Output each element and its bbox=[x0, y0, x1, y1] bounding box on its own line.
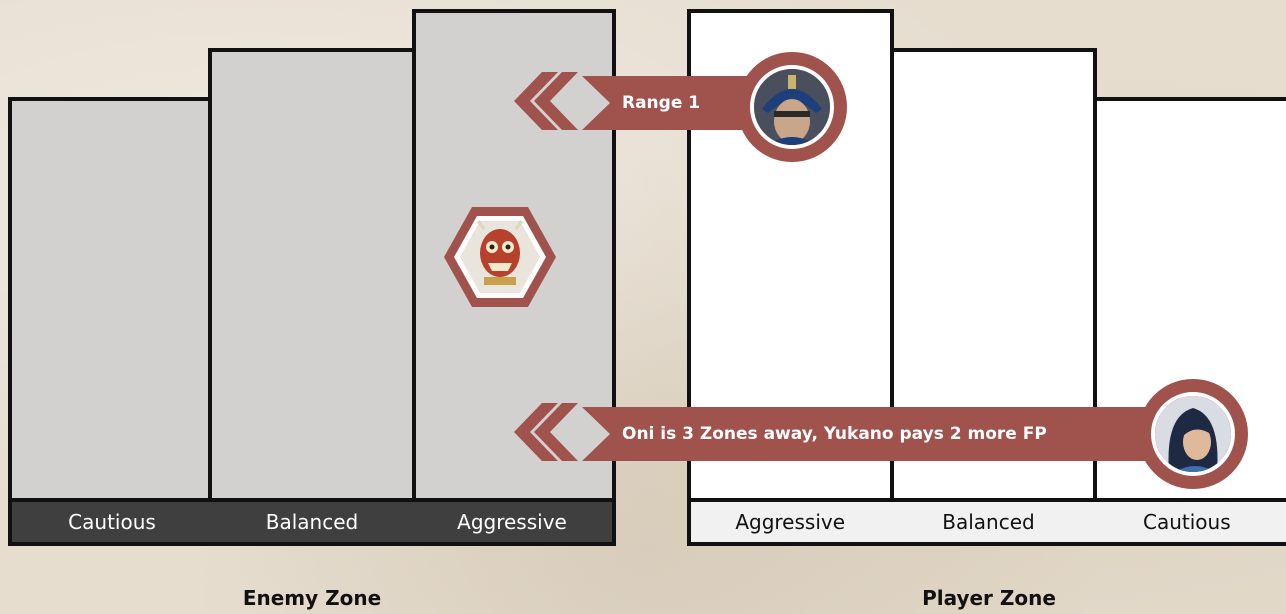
samurai-portrait-token bbox=[737, 52, 847, 162]
player-zone-label-bar: Aggressive Balanced Cautious bbox=[687, 498, 1286, 546]
enemy-column-balanced bbox=[208, 48, 418, 502]
oni-hexagon-token bbox=[444, 207, 556, 307]
distance-label: Oni is 3 Zones away, Yukano pays 2 more … bbox=[622, 424, 1047, 444]
yukano-avatar bbox=[1151, 392, 1235, 476]
enemy-label-balanced: Balanced bbox=[265, 510, 359, 534]
enemy-label-cautious: Cautious bbox=[68, 510, 156, 534]
yukano-portrait-token bbox=[1138, 379, 1248, 489]
range-label: Range 1 bbox=[622, 93, 701, 113]
player-zone-title: Player Zone bbox=[922, 586, 1056, 610]
range-banner: Range 1 bbox=[582, 76, 762, 130]
player-label-cautious: Cautious bbox=[1143, 510, 1231, 534]
range-arrow-chevrons-icon bbox=[514, 72, 578, 130]
distance-arrow-chevrons-icon bbox=[514, 403, 578, 461]
yukano-face-icon bbox=[1155, 396, 1231, 472]
player-label-balanced: Balanced bbox=[942, 510, 1035, 534]
samurai-face-icon bbox=[754, 69, 830, 145]
enemy-zone-title: Enemy Zone bbox=[242, 586, 382, 610]
enemy-label-aggressive: Aggressive bbox=[457, 510, 567, 534]
samurai-avatar bbox=[750, 65, 834, 149]
player-label-aggressive: Aggressive bbox=[735, 510, 846, 534]
distance-banner: Oni is 3 Zones away, Yukano pays 2 more … bbox=[582, 407, 1162, 461]
enemy-zone-label-bar: Cautious Balanced Aggressive bbox=[8, 498, 616, 546]
enemy-column-cautious bbox=[8, 97, 214, 502]
